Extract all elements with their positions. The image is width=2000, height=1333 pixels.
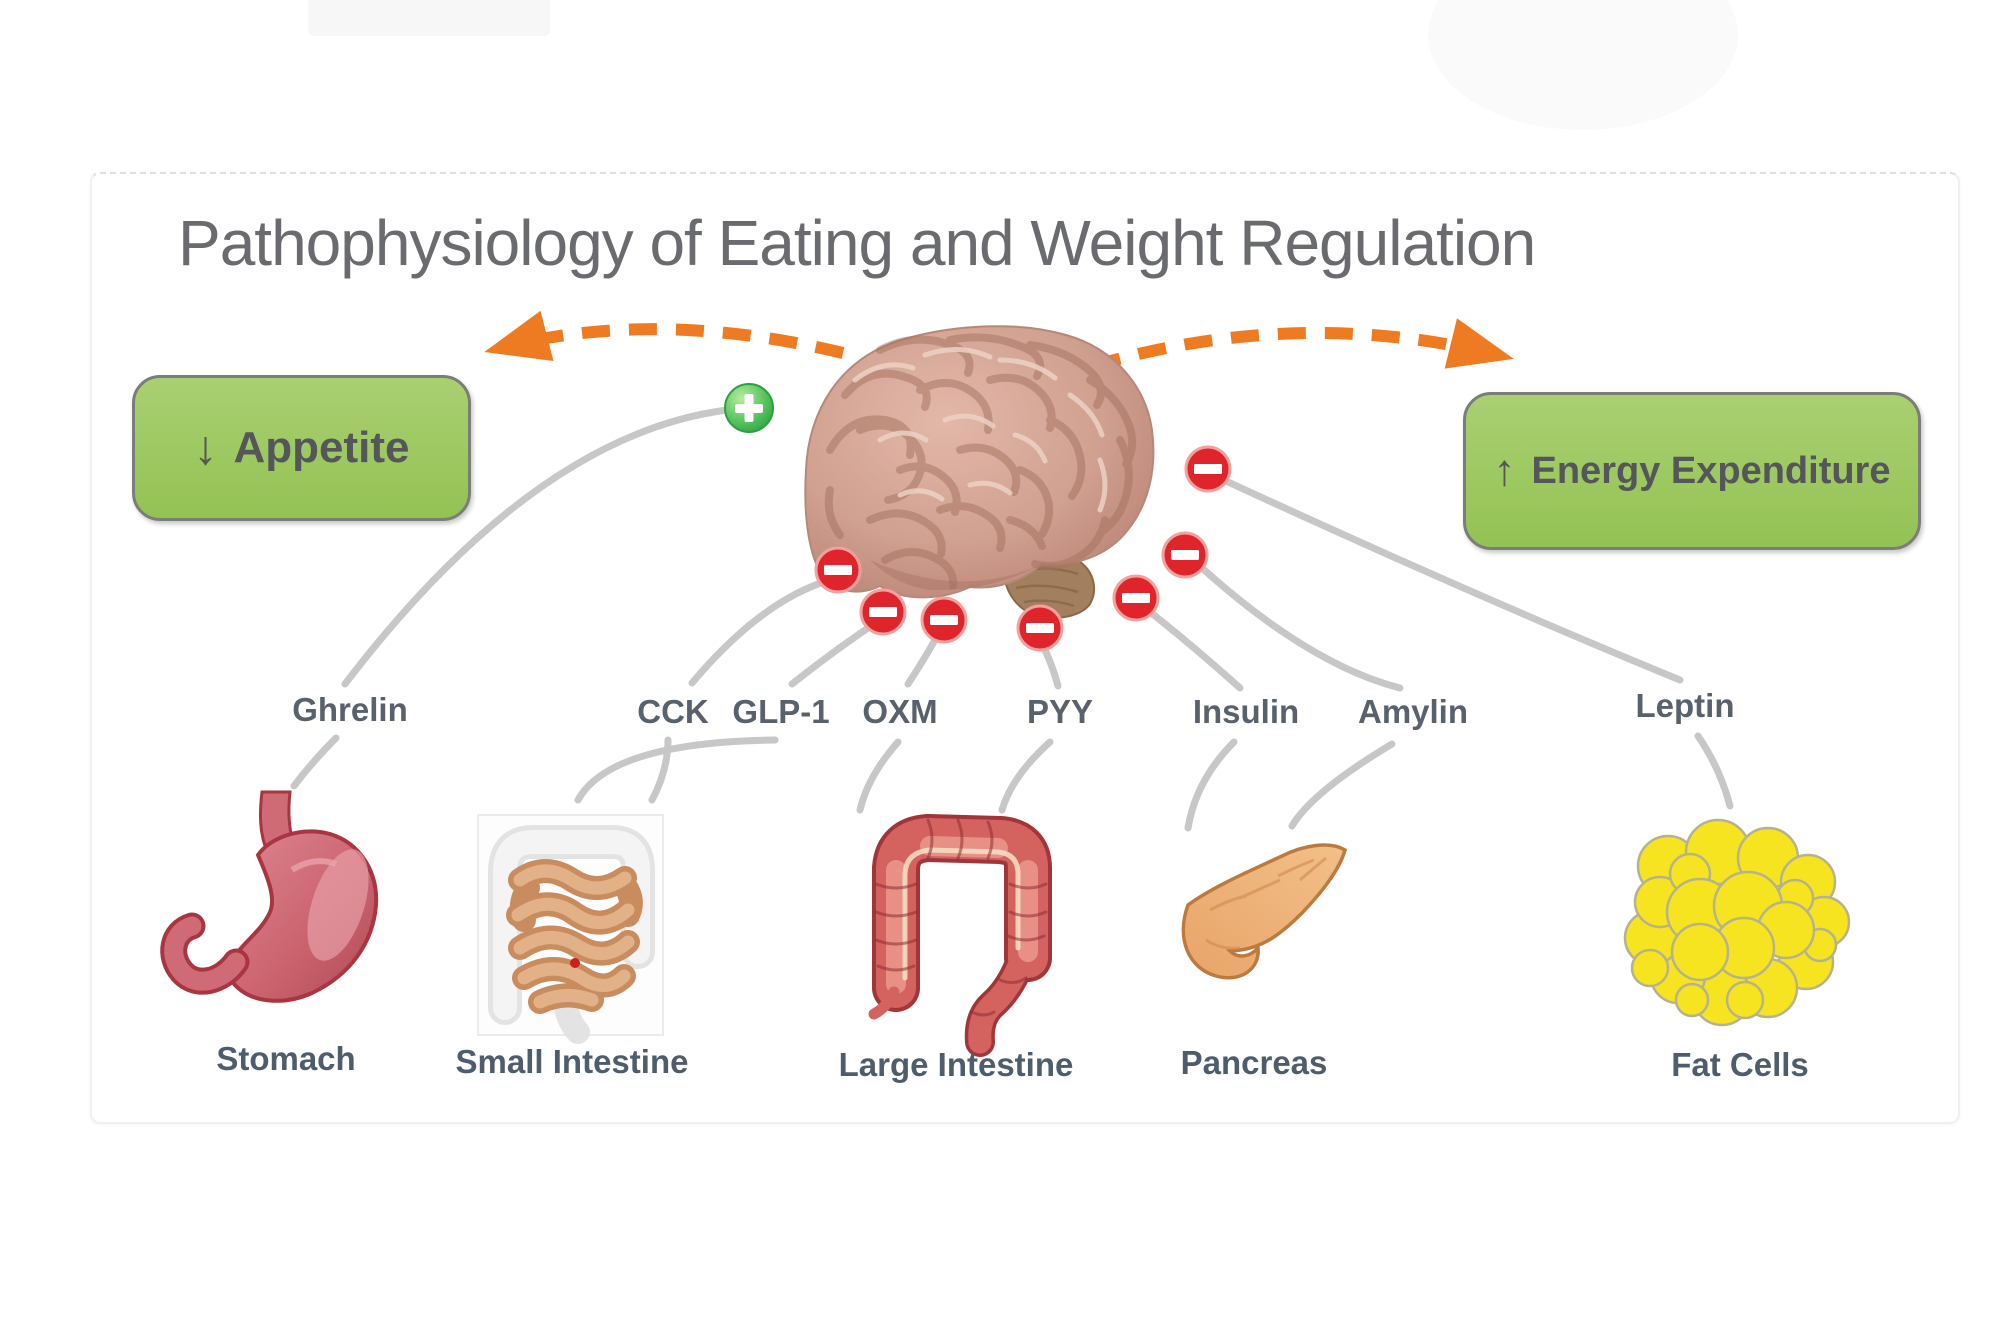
no-entry-icons [814, 445, 1232, 652]
organ-label-pancreas: Pancreas [1180, 1044, 1328, 1081]
hormone-label-leptin: Leptin [1635, 687, 1735, 724]
cck-line-up [688, 576, 834, 687]
no-entry-icon-leptin [1184, 445, 1232, 493]
hormone-label-pyy: PYY [1026, 693, 1094, 730]
outcome-arrows [484, 310, 1514, 372]
hormone-label-ghrelin: Ghrelin [292, 691, 408, 728]
fat-cells-illustration [1623, 818, 1851, 1027]
background-artifact-tab [308, 0, 550, 36]
no-entry-icon-pyy [1016, 604, 1064, 652]
energy-expenditure-box: ↑ Energy Expenditure [1463, 392, 1921, 550]
organ-label-small-intestine: Small Intestine [455, 1043, 689, 1080]
no-entry-icon-amylin [1161, 531, 1209, 579]
amylin-line-up [1198, 564, 1404, 692]
ghrelin-line-up [341, 406, 731, 688]
hormone-label-insulin: Insulin [1192, 693, 1300, 730]
insulin-line-down [1184, 738, 1238, 832]
no-entry-icon-cck [814, 546, 862, 594]
cck-line-down [648, 736, 672, 804]
leptin-line-up [1224, 478, 1684, 684]
appetite-box: ↓ Appetite [132, 375, 471, 521]
organ-label-fat-cells: Fat Cells [1671, 1046, 1809, 1083]
energy-expenditure-label: Energy Expenditure [1531, 449, 1891, 492]
hormone-label-glp1: GLP-1 [732, 693, 830, 730]
glp1-line-down [574, 736, 779, 804]
pyy-line-down [998, 738, 1054, 814]
down-arrow-icon: ↓ [193, 421, 218, 475]
organ-label-large-intestine: Large Intestine [838, 1046, 1074, 1083]
pyy-line-up [1040, 644, 1062, 690]
pancreas-illustration [1181, 843, 1348, 980]
amylin-line-down [1288, 740, 1396, 830]
large-intestine-illustration [868, 814, 1052, 1057]
brain-illustration [804, 325, 1155, 619]
ghrelin-line-down [290, 734, 340, 790]
no-entry-icon-insulin [1112, 574, 1160, 622]
appetite-arrow-dashed [484, 310, 845, 361]
hormone-label-cck: CCK [637, 693, 709, 730]
small-intestine-illustration [477, 814, 664, 1044]
leptin-line-down [1694, 732, 1734, 810]
connector-lines [290, 406, 1734, 832]
oxm-line-down [856, 738, 902, 814]
appetite-label: Appetite [233, 423, 410, 472]
oxm-line-up [904, 634, 940, 688]
cerebrum [804, 325, 1155, 599]
glp1-line-up [788, 620, 878, 688]
stomach-illustration [160, 790, 379, 1003]
page-title: Pathophysiology of Eating and Weight Reg… [178, 207, 1536, 279]
organ-label-stomach: Stomach [216, 1040, 356, 1077]
no-entry-icon-glp1 [859, 588, 907, 636]
energy-arrow-dashed [1091, 318, 1514, 372]
hormone-label-oxm: OXM [862, 693, 938, 730]
hormone-label-amylin: Amylin [1357, 693, 1469, 730]
insulin-line-up [1146, 608, 1244, 692]
no-entry-icon-oxm [920, 596, 968, 644]
plus-icon [724, 383, 774, 433]
up-arrow-icon: ↑ [1493, 446, 1516, 495]
